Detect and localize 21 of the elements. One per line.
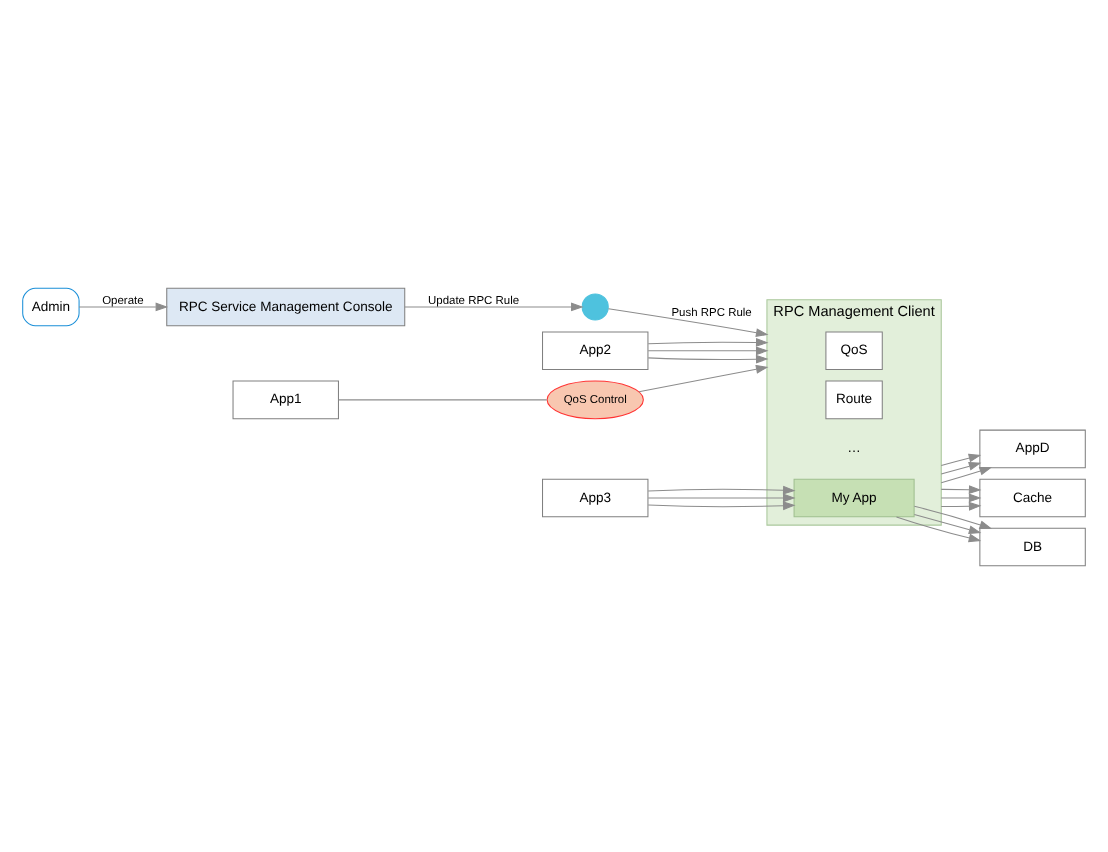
arrow xyxy=(78,301,169,311)
arrow xyxy=(647,484,796,494)
arrow xyxy=(647,500,796,510)
connector xyxy=(338,398,548,400)
arrow xyxy=(940,452,982,465)
arrow xyxy=(607,307,769,336)
arrow xyxy=(913,512,982,533)
arrow xyxy=(940,461,982,474)
arrow xyxy=(404,301,584,311)
arrow xyxy=(638,364,769,392)
arrow xyxy=(647,345,769,355)
arrow xyxy=(647,492,796,502)
arrow xyxy=(940,484,982,494)
arrow xyxy=(895,515,982,542)
arrow xyxy=(940,492,982,502)
arrow xyxy=(647,337,769,346)
arrow xyxy=(647,353,769,363)
node-circle xyxy=(581,292,609,320)
arrow xyxy=(940,500,982,510)
arrow xyxy=(913,504,993,528)
arrow xyxy=(940,465,993,483)
